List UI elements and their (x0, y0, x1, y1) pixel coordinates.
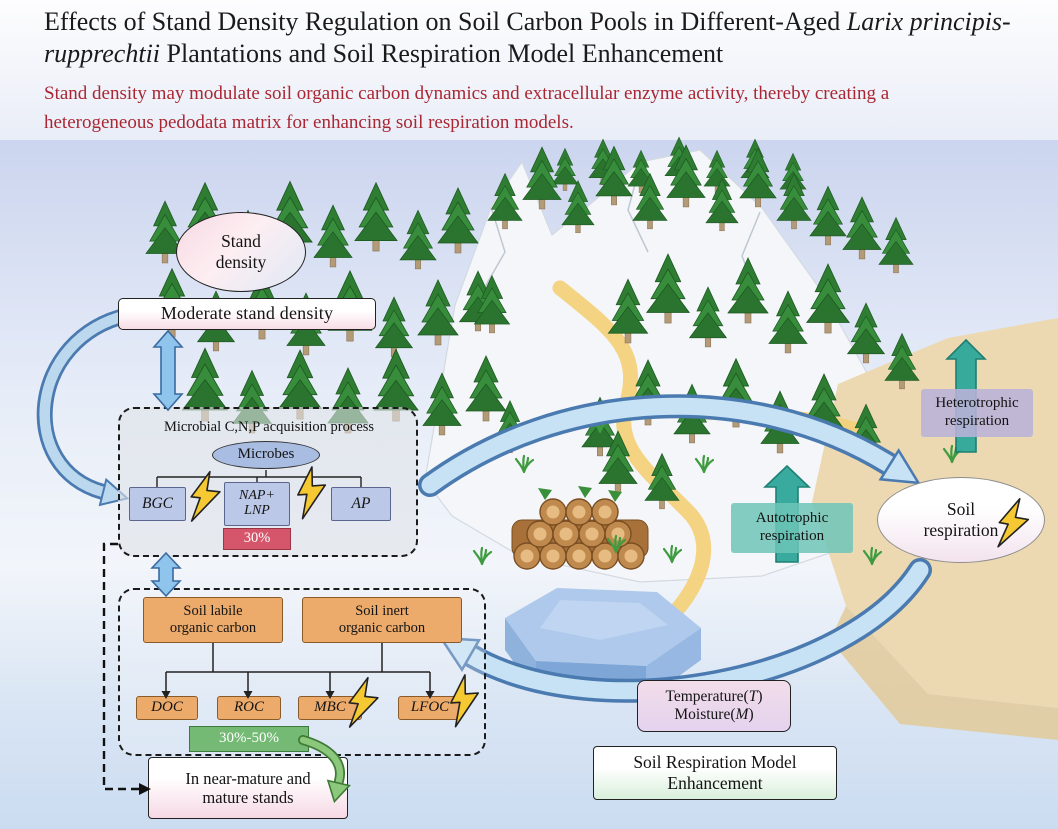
near-mature-line2: mature stands (202, 788, 294, 807)
temperature-suffix: ) (757, 687, 763, 705)
soil-labile-organic-carbon-box: Soil labile organic carbon (143, 597, 283, 643)
stand-density-ellipse: Stand density (176, 212, 306, 292)
figure-subtitle: Stand density may modulate soil organic … (44, 83, 890, 133)
temperature-line: Temperature(T) (665, 688, 762, 706)
heterotrophic-respiration-label: Heterotrophic respiration (921, 389, 1033, 437)
inert-line1: Soil inert (355, 602, 409, 619)
soil-respiration-line1: Soil (946, 499, 976, 520)
moisture-symbol: M (735, 706, 749, 723)
enzyme-nap-lnp-box: NAP+ LNP (224, 482, 290, 526)
heterotrophic-line1: Heterotrophic (935, 395, 1019, 412)
model-line2: Enhancement (667, 773, 763, 793)
log-pile (511, 486, 649, 570)
stand-density-line1: Stand (221, 231, 261, 252)
mbc-pool-box: MBC (298, 696, 362, 720)
roc-pool-box: ROC (217, 696, 281, 720)
soil-respiration-ellipse: Soil respiration (877, 477, 1045, 563)
labile-line2: organic carbon (169, 620, 257, 636)
moisture-line: Moisture(M) (674, 706, 753, 724)
enzyme-nap-line2: LNP (244, 503, 270, 518)
inert-line2: organic carbon (338, 620, 426, 636)
autotrophic-line2: respiration (759, 528, 825, 544)
title-text-2: Plantations and Soil Respiration Model E… (160, 39, 724, 69)
percent-30-50-badge: 30%-50% (189, 726, 309, 752)
title-text: Effects of Stand Density Regulation on S… (44, 7, 847, 36)
temperature-moisture-box: Temperature(T) Moisture(M) (637, 680, 791, 732)
double-arrow-icon (152, 329, 184, 412)
microbial-process-title: Microbial C,N,P acquisition process (163, 419, 375, 436)
moisture-prefix: Moisture( (674, 706, 736, 723)
temperature-prefix: Temperature( (665, 687, 749, 705)
forest-trail (552, 280, 873, 636)
autotrophic-line1: Autotrophic (755, 510, 829, 527)
labile-line1: Soil labile (183, 602, 243, 619)
soil-respiration-line2: respiration (923, 520, 999, 540)
heterotrophic-line2: respiration (944, 413, 1010, 429)
moisture-suffix: ) (748, 706, 754, 723)
enzyme-nap-line1: NAP+ (239, 488, 275, 504)
percent-30-badge: 30% (223, 528, 291, 550)
soil-inert-organic-carbon-box: Soil inert organic carbon (302, 597, 462, 643)
near-mature-line1: In near-mature and (185, 768, 311, 788)
enzyme-ap-box: AP (331, 487, 391, 521)
moderate-stand-density-box: Moderate stand density (118, 298, 376, 330)
enzyme-bgc-box: BGC (129, 487, 186, 521)
doc-pool-box: DOC (136, 696, 198, 720)
microbes-ellipse: Microbes (212, 441, 320, 469)
model-line1: Soil Respiration Model (633, 752, 797, 773)
near-mature-stands-box: In near-mature and mature stands (148, 757, 348, 819)
figure-title: Effects of Stand Density Regulation on S… (44, 6, 1058, 70)
lfoc-pool-box: LFOC (398, 696, 462, 720)
stand-density-line2: density (215, 252, 267, 272)
soil-respiration-model-box: Soil Respiration Model Enhancement (593, 746, 837, 800)
autotrophic-respiration-label: Autotrophic respiration (731, 503, 853, 553)
